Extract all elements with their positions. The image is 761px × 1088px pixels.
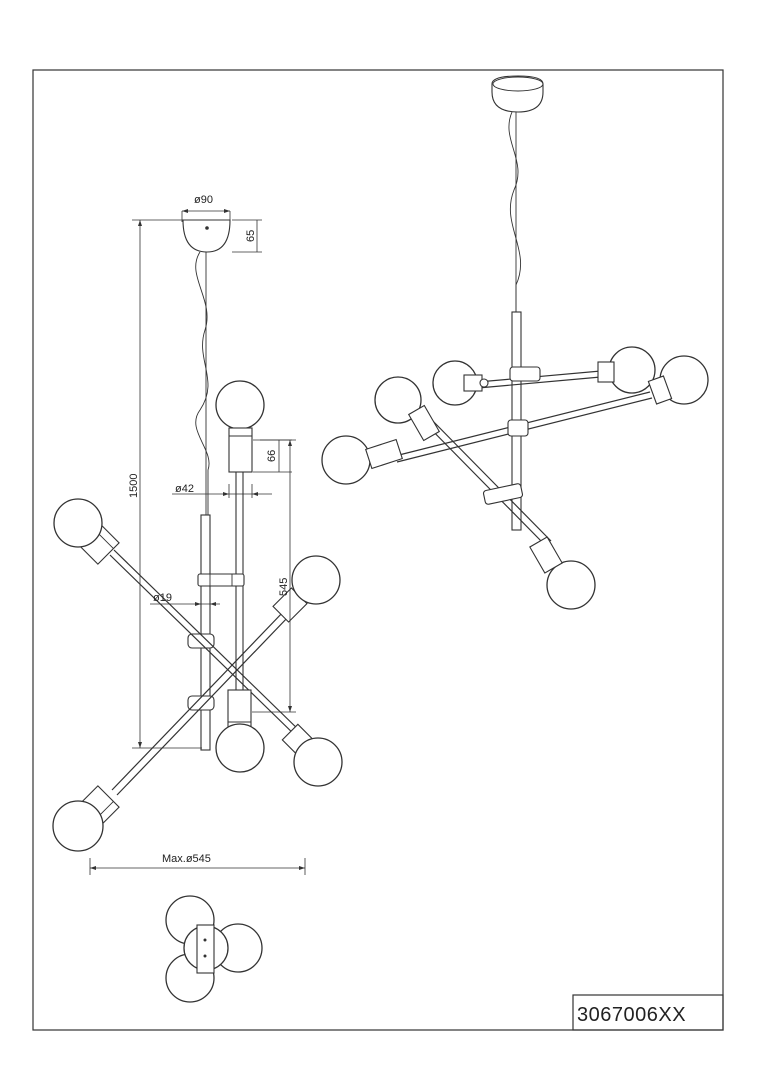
central-column [200, 514, 211, 751]
canopy [491, 75, 544, 113]
canopy-height-label: 65 [245, 230, 257, 242]
product-code-box: 3067006XX [572, 994, 724, 1031]
bulb [374, 376, 422, 424]
socket-diameter-label: ø42 [175, 483, 194, 495]
product-code: 3067006XX [577, 1004, 686, 1026]
bulb [52, 800, 104, 852]
overall-height-label: 1500 [128, 474, 140, 498]
canopy [182, 219, 231, 253]
bulb [53, 498, 103, 548]
top-view [165, 895, 263, 1003]
canopy-diameter-label: ø90 [194, 194, 213, 206]
socket-length-label: 66 [266, 450, 278, 462]
bulb [215, 380, 265, 430]
drawing-frame [32, 69, 724, 1031]
bulb [608, 346, 656, 394]
bulb [291, 555, 341, 605]
front-elevation: ø90 65 1500 66 ø42 ø19 545 [52, 194, 343, 875]
bulb [321, 435, 371, 485]
tube-diameter-label: ø19 [153, 592, 172, 604]
max-diameter-label: Max.ø545 [162, 853, 211, 865]
perspective-view [321, 75, 709, 610]
bulb [215, 723, 265, 773]
bulb [546, 560, 596, 610]
arm-height-label: 545 [278, 578, 290, 596]
bulb [293, 737, 343, 787]
